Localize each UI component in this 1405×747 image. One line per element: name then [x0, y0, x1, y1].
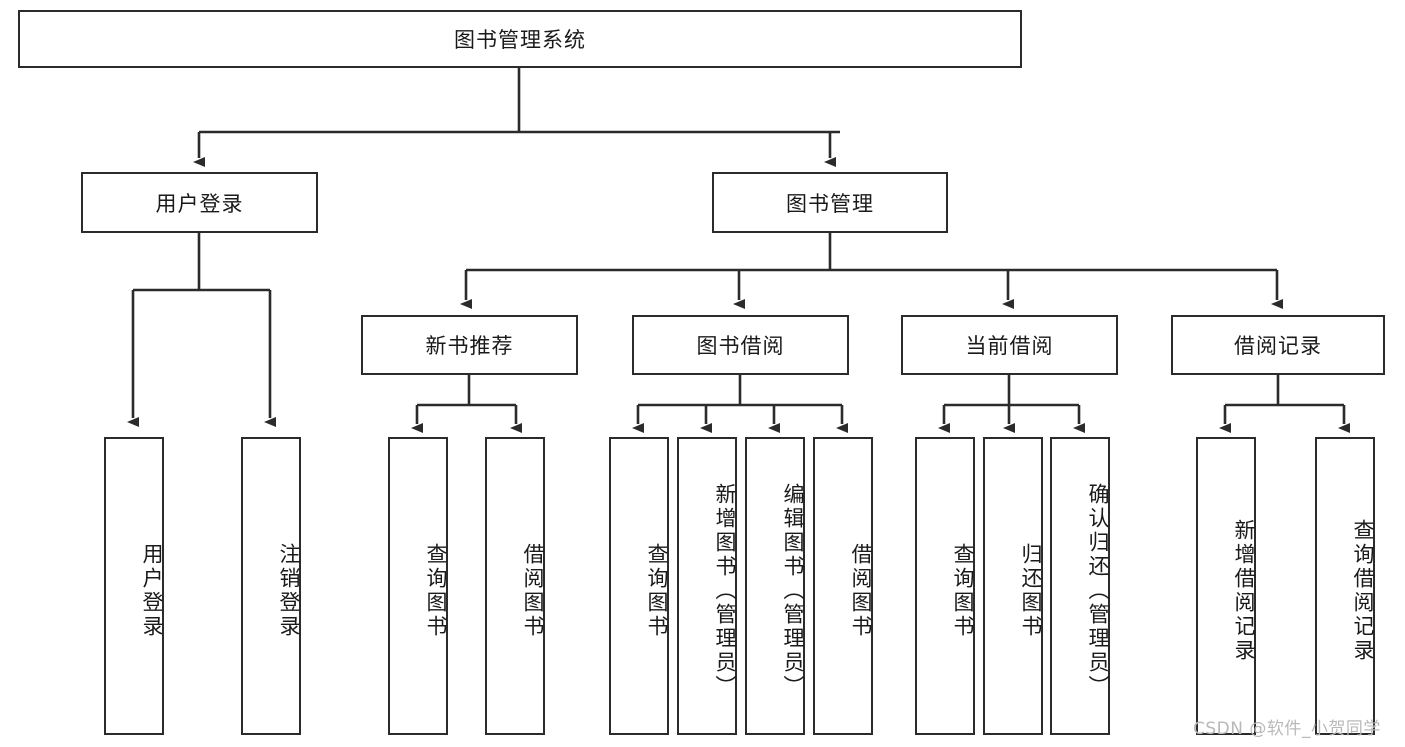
node-label: 图书管理 — [786, 191, 874, 216]
leaf-confirm-return-admin[interactable]: 确认归还（管理员） — [1050, 437, 1110, 735]
leaf-user-login[interactable]: 用户登录 — [104, 437, 164, 735]
node-label: 查询图书 — [424, 543, 448, 639]
node-root[interactable]: 图书管理系统 — [18, 10, 1022, 68]
node-label: 新增借阅记录 — [1232, 519, 1256, 663]
node-user-login[interactable]: 用户登录 — [81, 172, 318, 233]
leaf-borrow-book[interactable]: 借阅图书 — [813, 437, 873, 735]
node-label: 查询图书 — [951, 543, 975, 639]
node-label: 确认归还（管理员） — [1086, 483, 1110, 699]
node-current-borrow[interactable]: 当前借阅 — [901, 315, 1118, 375]
node-borrow-record[interactable]: 借阅记录 — [1171, 315, 1385, 375]
node-label: 用户登录 — [140, 543, 164, 639]
leaf-add-book-admin[interactable]: 新增图书（管理员） — [677, 437, 737, 735]
leaf-add-borrow-record[interactable]: 新增借阅记录 — [1196, 437, 1256, 735]
leaf-logout[interactable]: 注销登录 — [241, 437, 301, 735]
leaf-borrow-book-recommend[interactable]: 借阅图书 — [485, 437, 545, 735]
leaf-query-book-borrow[interactable]: 查询图书 — [609, 437, 669, 735]
node-label: 查询图书 — [645, 543, 669, 639]
leaf-return-book[interactable]: 归还图书 — [983, 437, 1043, 735]
leaf-query-borrow-record[interactable]: 查询借阅记录 — [1315, 437, 1375, 735]
node-label: 图书借阅 — [696, 334, 785, 358]
node-label: 图书管理系统 — [454, 28, 586, 52]
node-label: 新增图书（管理员） — [713, 483, 737, 699]
node-new-book-recommend[interactable]: 新书推荐 — [361, 315, 578, 375]
node-label: 当前借阅 — [965, 334, 1054, 358]
node-label: 借阅图书 — [521, 543, 545, 639]
node-label: 查询借阅记录 — [1351, 519, 1375, 663]
node-label: 借阅记录 — [1234, 334, 1322, 358]
node-label: 新书推荐 — [425, 334, 514, 358]
node-book-borrow[interactable]: 图书借阅 — [632, 315, 849, 375]
leaf-query-book-recommend[interactable]: 查询图书 — [388, 437, 448, 735]
leaf-query-book-current[interactable]: 查询图书 — [915, 437, 975, 735]
node-label: 用户登录 — [155, 191, 244, 216]
node-label: 注销登录 — [277, 543, 301, 639]
csdn-watermark: CSDN @软件_小贺同学 — [1193, 719, 1381, 739]
leaf-edit-book-admin[interactable]: 编辑图书（管理员） — [745, 437, 805, 735]
node-book-management[interactable]: 图书管理 — [712, 172, 948, 233]
node-label: 编辑图书（管理员） — [781, 483, 805, 699]
node-label: 归还图书 — [1019, 543, 1043, 639]
node-label: 借阅图书 — [849, 543, 873, 639]
